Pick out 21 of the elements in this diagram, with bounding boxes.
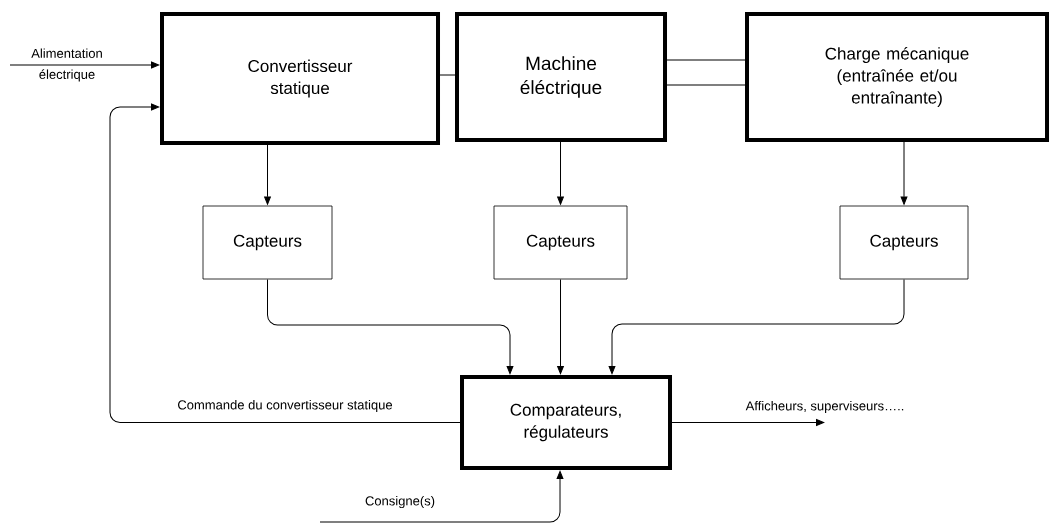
edge-label: Commande du convertisseur statique (178, 399, 393, 413)
sensor-box: Capteurs (202, 205, 333, 280)
arrow (267, 278, 514, 375)
arrow (608, 278, 905, 375)
block-box: Charge mécanique (entraînée et/ou entraînante) (745, 12, 1049, 142)
arrow (109, 103, 461, 423)
block-box: Machine éléctrique (455, 12, 667, 142)
edge-label: Afficheurs, superviseurs….. (745, 400, 904, 414)
block-box: Convertisseur statique (160, 12, 440, 145)
arrow (9, 61, 160, 69)
edge-label: Consigne(s) (365, 495, 435, 509)
sensor-box: Capteurs (839, 205, 969, 280)
arrow (264, 144, 271, 205)
arrow (900, 141, 908, 205)
arrow (671, 419, 825, 426)
edge-label: Alimentation électrique (31, 48, 102, 82)
arrow (557, 278, 564, 375)
arrow (319, 470, 564, 523)
arrow (557, 141, 564, 205)
sensor-box: Capteurs (493, 205, 628, 280)
block-box: Comparateurs, régulateurs (460, 375, 672, 470)
